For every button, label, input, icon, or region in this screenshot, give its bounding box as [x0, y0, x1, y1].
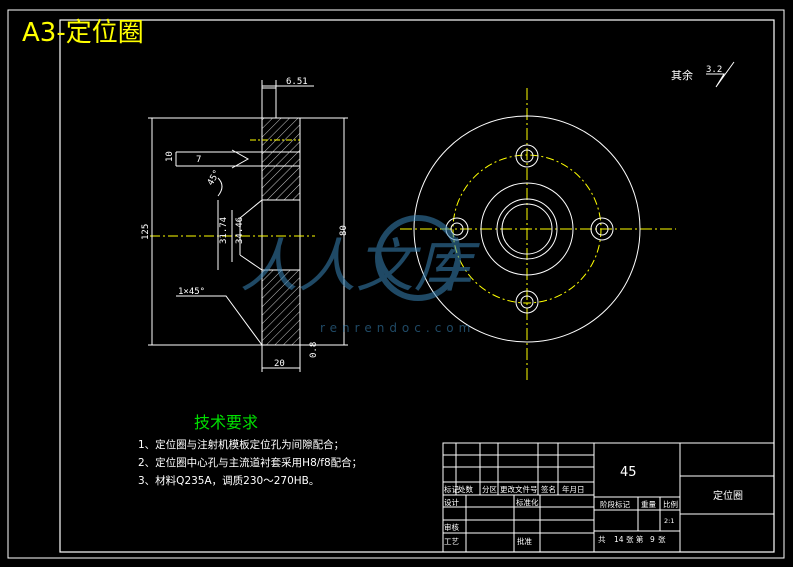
tech-requirements: 技术要求 1、定位圈与注射机模板定位孔为间隙配合； 2、定位圈中心孔与主流道衬套…: [138, 413, 362, 487]
tech-line-1: 1、定位圈与注射机模板定位孔为间隙配合；: [138, 438, 344, 451]
flange-top: [261, 87, 277, 119]
dim-outer-d: 80: [339, 225, 349, 236]
tb-material: 45: [620, 465, 637, 480]
tb-h-review: 审核: [444, 522, 459, 532]
outer-border: [7, 9, 785, 559]
dim-inner-d2: 34.46: [235, 217, 245, 244]
bore-inner: [501, 203, 553, 255]
tb-h-stage: 阶段标记: [600, 499, 630, 509]
inner-frame: [59, 19, 775, 553]
tb-h-process: 工艺: [444, 537, 459, 546]
watermark: 人人文库 renrendoc.com: [240, 215, 480, 335]
dim-small-width: 7: [196, 155, 201, 165]
dim-inner-d1: 31.74: [219, 217, 229, 244]
tb-h-zhang: 张: [658, 535, 666, 544]
tb-h-sign: 签名: [541, 484, 556, 494]
tb-h-date: 年月日: [562, 484, 585, 494]
tb-sheet-value: 9: [650, 535, 655, 544]
tb-h-count: 处数: [458, 484, 473, 494]
tb-h-standard: 标准化: [516, 497, 539, 507]
roughness-note: 其余 3.2: [671, 61, 735, 88]
tech-line-3: 3、材料Q235A，调质230～270HB。: [138, 474, 319, 487]
tb-h-scale: 比例: [663, 499, 678, 509]
watermark-logo-icon: [375, 215, 461, 301]
tb-total-value: 14: [614, 535, 624, 544]
watermark-url: renrendoc.com: [320, 321, 475, 335]
tb-h-change: 更改文件号: [500, 484, 538, 494]
tb-h-approve: 批准: [517, 536, 532, 546]
tech-line-2: 2、定位圈中心孔与主流道衬套采用H8/f8配合；: [138, 456, 362, 469]
bore-outer: [496, 198, 558, 260]
hatch-upper: [261, 117, 301, 201]
dim-top-thickness: 6.51: [286, 77, 308, 87]
tech-title: 技术要求: [194, 413, 258, 432]
roughness-value: 3.2: [706, 65, 722, 75]
watermark-text: 人人文库: [240, 232, 480, 300]
section-view: [148, 80, 348, 372]
dim-chamfer: 1×45°: [178, 287, 205, 297]
hub-circle: [480, 182, 574, 276]
tb-h-design: 设计: [444, 497, 459, 507]
outer-circle: [413, 115, 641, 343]
dim-bottom-width: 20: [274, 359, 285, 369]
tb-h-zone: 分区: [482, 485, 497, 494]
roughness-symbol-icon: [706, 61, 735, 88]
dim-angle: 45°: [206, 168, 223, 187]
dim-overall-height: 125: [141, 224, 151, 240]
tb-scale-value: 2:1: [664, 517, 674, 525]
front-view: [400, 88, 676, 380]
roughness-label: 其余: [671, 68, 693, 82]
tb-h-sheet: 张 第: [626, 534, 644, 544]
bolt-circle: [452, 154, 602, 304]
tb-part-name: 定位圈: [713, 489, 743, 502]
title-block: [442, 442, 775, 553]
dim-roughness-small: 0.8: [309, 342, 319, 358]
drawing-title: A3-定位圈: [22, 18, 144, 48]
tb-h-weight: 重量: [641, 500, 656, 509]
dim-small-height: 10: [165, 151, 175, 162]
tb-h-total: 共: [598, 535, 606, 544]
tb-h-mark: 标记: [444, 484, 459, 494]
